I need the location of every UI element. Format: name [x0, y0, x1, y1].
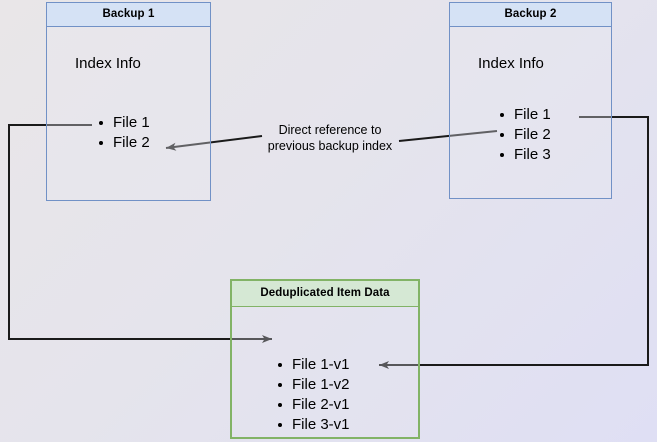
node-backup-1[interactable]: Backup 1 Index Info File 1 File 2 [46, 2, 211, 201]
backup-2-index-info-label: Index Info [478, 55, 544, 72]
list-item: File 1-v2 [276, 375, 350, 395]
edge-label-line-1: Direct reference to [278, 123, 382, 137]
list-item: File 1 [498, 105, 551, 125]
edge-label-line-2: previous backup index [267, 139, 393, 153]
node-backup-1-body: Index Info File 1 File 2 [47, 27, 210, 200]
node-backup-2-header: Backup 2 [450, 3, 611, 27]
node-backup-2-body: Index Info File 1 File 2 File 3 [450, 27, 611, 198]
list-item: File 2-v1 [276, 395, 350, 415]
backup-1-index-info-label: Index Info [75, 55, 141, 72]
backup-1-file-list: File 1 File 2 [97, 113, 150, 153]
list-item: File 1 [97, 113, 150, 133]
list-item: File 3 [498, 145, 551, 165]
node-deduplicated-header: Deduplicated Item Data [232, 281, 418, 307]
node-backup-2[interactable]: Backup 2 Index Info File 1 File 2 File 3 [449, 2, 612, 199]
edge-label-direct-reference: Direct reference to previous backup inde… [250, 122, 410, 154]
list-item: File 2 [498, 125, 551, 145]
deduplicated-file-list: File 1-v1 File 1-v2 File 2-v1 File 3-v1 [276, 355, 350, 435]
list-item: File 2 [97, 133, 150, 153]
node-backup-1-header: Backup 1 [47, 3, 210, 27]
list-item: File 3-v1 [276, 415, 350, 435]
node-deduplicated-body: File 1-v1 File 1-v2 File 2-v1 File 3-v1 [232, 307, 418, 437]
node-deduplicated-item-data[interactable]: Deduplicated Item Data File 1-v1 File 1-… [230, 279, 420, 439]
list-item: File 1-v1 [276, 355, 350, 375]
backup-2-file-list: File 1 File 2 File 3 [498, 105, 551, 165]
